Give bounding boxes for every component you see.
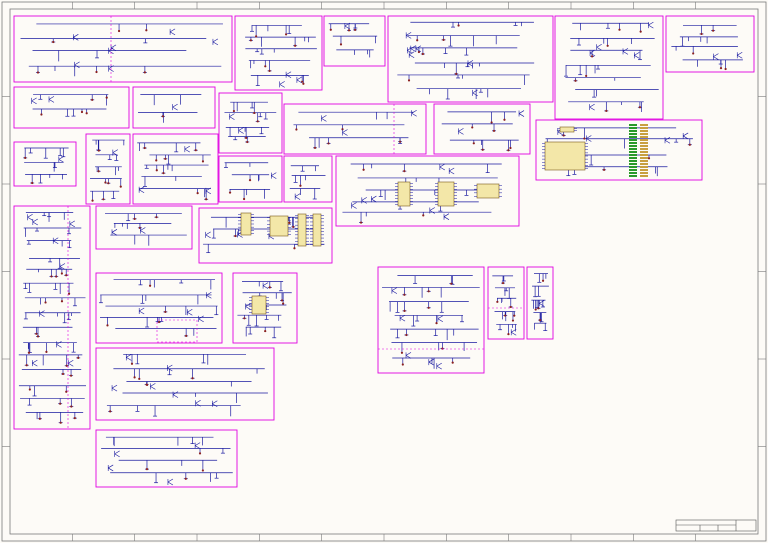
schematic-block-17	[283, 155, 333, 203]
schematic-block-13	[13, 141, 77, 187]
schematic-block-5	[554, 15, 664, 120]
ic-component-10	[249, 295, 269, 315]
schematic-block-25	[487, 266, 525, 340]
schematic-block-18	[335, 155, 520, 227]
schematic-block-8	[132, 86, 216, 129]
schematic-block-14	[85, 133, 131, 205]
schematic-block-4	[387, 15, 554, 103]
ic-component-4	[435, 181, 457, 207]
schematic-block-19	[13, 205, 91, 430]
schematic-block-6	[665, 15, 755, 73]
schematic-block-26	[526, 266, 554, 340]
connector-header	[629, 124, 648, 177]
schematic-blocks	[13, 15, 755, 488]
ic-component-6	[238, 212, 254, 236]
ic-component-1	[542, 141, 588, 171]
ic-component-9	[310, 213, 324, 247]
schematic-block-7	[13, 86, 130, 129]
schematic-block-24	[377, 266, 485, 374]
schematic-block-22	[95, 272, 223, 344]
ic-component-2	[557, 126, 577, 133]
title-block	[675, 519, 757, 532]
ic-component-5	[474, 183, 502, 199]
schematic-block-21	[198, 207, 333, 264]
ic-component-7	[267, 215, 291, 237]
schematic-block-27	[95, 347, 275, 421]
schematic-block-11	[433, 103, 531, 155]
schematic-block-9	[218, 92, 283, 154]
schematic-block-16	[218, 155, 283, 203]
schematic-block-2	[234, 15, 323, 91]
ic-component-3	[395, 181, 413, 207]
schematic-block-1	[13, 15, 233, 83]
schematic-block-3	[323, 15, 386, 67]
dashed-separators	[67, 16, 524, 429]
schematic-block-15	[132, 133, 219, 205]
ic-component-8	[295, 213, 309, 247]
schematic-block-20	[95, 205, 193, 250]
schematic-block-10	[283, 103, 427, 155]
schematic-block-28	[95, 429, 238, 488]
